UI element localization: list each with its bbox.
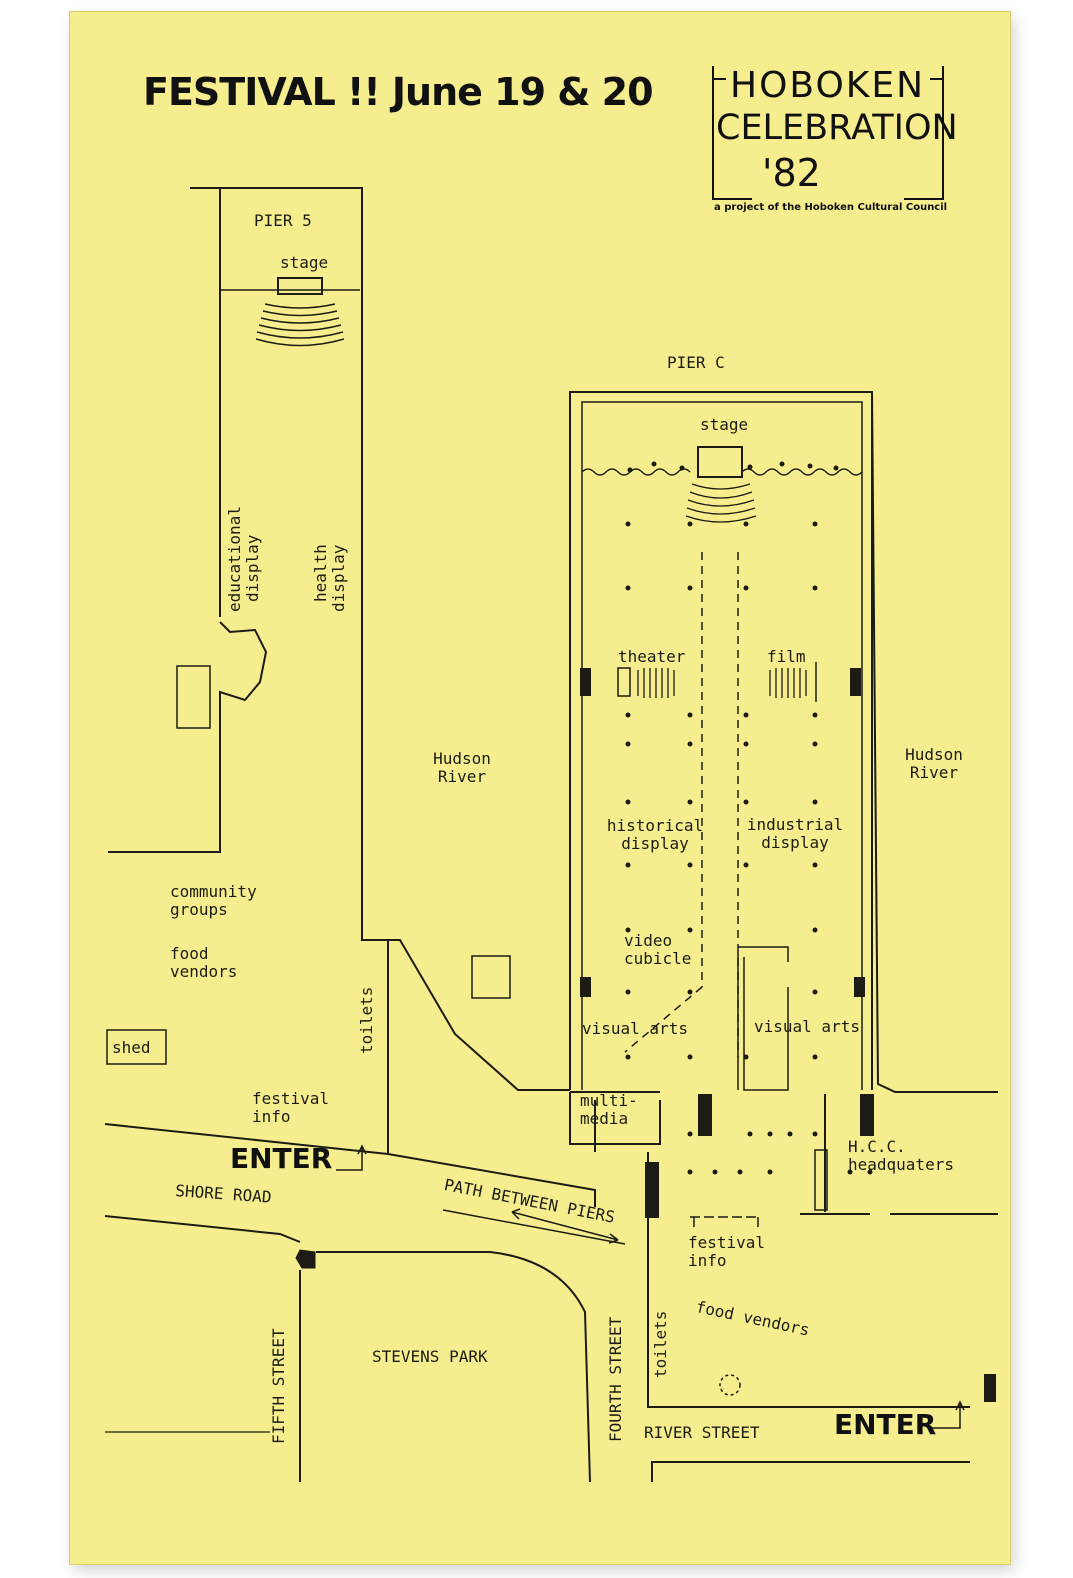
visual-arts-left-label: visual arts [582,1019,688,1038]
river-street [647,1208,970,1482]
logo-line2: CELEBRATION [716,108,958,148]
logo-tagline: a project of the Hoboken Cultural Counci… [714,202,948,213]
hcc-headquarters-label: H.C.C.headquaters [848,1137,954,1174]
festival-flyer: FESTIVAL !! June 19 & 20 HOBOKEN CELEBRA… [70,12,1010,1564]
festival-title: FESTIVAL !! June 19 & 20 [143,70,654,114]
small-box [471,955,511,999]
pier5-left-edge [108,621,268,853]
pierc-stage-label: stage [700,415,749,434]
pier5-stage [277,277,323,295]
shed-label: shed [112,1038,151,1057]
fourth-street-label: FOURTH STREET [606,1316,625,1442]
pier5-stage-label: stage [280,253,329,272]
pier5-outline [219,187,570,1091]
logo-line3: '82 [762,151,821,195]
fifth-street-label: FIFTH STREET [269,1328,288,1444]
film-label: film [767,647,806,666]
enter-left-label: ENTER [230,1142,333,1175]
kiosk-box [176,665,211,729]
pier5-label: PIER 5 [254,211,312,230]
park-top-edge [316,1251,591,1483]
pierc-label: PIER C [667,353,725,372]
shed-box [106,1029,167,1065]
toilets-right-label: toilets [651,1310,670,1378]
pierc-stage [697,446,743,478]
hoboken-logo: HOBOKEN CELEBRATION '82 [712,65,958,200]
logo-line1: HOBOKEN [730,65,926,106]
stevens-park-label: STEVENS PARK [372,1347,488,1366]
multimedia-label: multi-media [580,1091,638,1128]
shore-road-top [104,1123,596,1207]
theater-label: theater [618,647,686,666]
toilets-left-label: toilets [357,986,376,1054]
shore-road-bottom [104,1215,301,1243]
river-street-label: RIVER STREET [644,1423,760,1442]
enter-right-label: ENTER [834,1408,937,1441]
pierc-outer [569,391,873,1090]
visual-arts-right-label: visual arts [754,1017,860,1036]
site-map [104,187,998,1483]
